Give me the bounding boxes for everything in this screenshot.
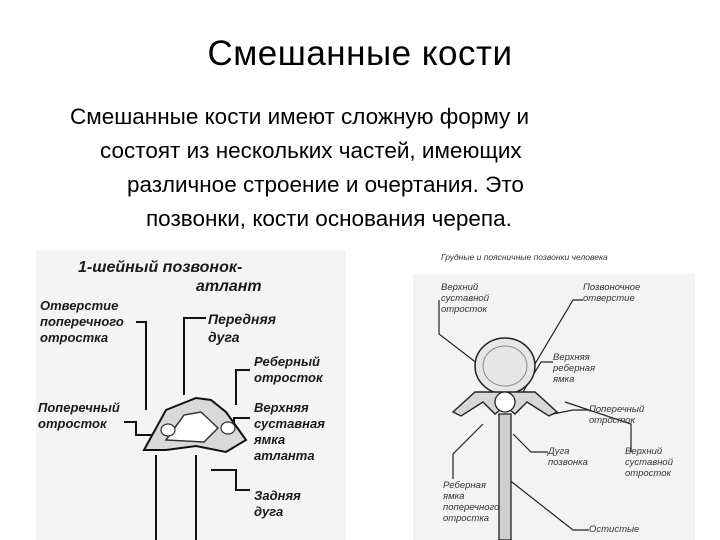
vertebra-panel: Верхний суставной отросток Позвоночное о… (413, 274, 695, 540)
label-transverse-process-2: Поперечный отросток (589, 404, 645, 426)
label-costal-fovea-transverse: Реберная ямка поперечного отростка (443, 480, 500, 524)
label-transverse-foramen: Отверстие поперечного отростка (40, 298, 124, 345)
body-line: различное строение и очертания. Это (127, 172, 524, 197)
slide-title: Смешанные кости (207, 34, 513, 73)
atlas-illustration (124, 317, 250, 540)
vertebra-illustration (438, 299, 632, 540)
label-sup-costal-fovea: Верхняя реберная ямка (553, 352, 596, 385)
label-vertebral-foramen: Позвоночное отверстие (583, 282, 641, 304)
label-superior-facet: Верхняя суставная ямка атланта (254, 400, 325, 463)
body-line: позвонки, кости основания черепа. (146, 206, 512, 231)
slide-body: Смешанные кости имеют сложную форму и со… (70, 100, 660, 236)
vertebra-caption: Грудные и поясничные позвонки человека (441, 252, 608, 262)
label-arch: Дуга позвонка (548, 446, 588, 468)
atlas-title-line1: 1-шейный позвонок- (78, 259, 243, 276)
vertebra-figure: Грудные и поясничные позвонки человека В (413, 248, 695, 540)
label-spinous: Остистые (589, 524, 640, 535)
atlas-figure: 1-шейный позвонок- атлант Отверстие попе… (36, 250, 346, 540)
label-transverse-process: Поперечный отросток (38, 400, 120, 431)
label-anterior-arch: Передняя дуга (208, 311, 276, 345)
label-sup-articular-2: Верхний суставной отросток (625, 446, 673, 479)
body-line: Смешанные кости имеют сложную форму и (70, 104, 530, 129)
label-sup-articular: Верхний суставной отросток (441, 282, 489, 315)
body-line: состоят из нескольких частей, имеющих (100, 138, 522, 163)
label-posterior-arch: Задняя дуга (254, 488, 301, 519)
label-costal-process: Реберный отросток (254, 354, 323, 385)
atlas-title-line2: атлант (196, 278, 262, 295)
